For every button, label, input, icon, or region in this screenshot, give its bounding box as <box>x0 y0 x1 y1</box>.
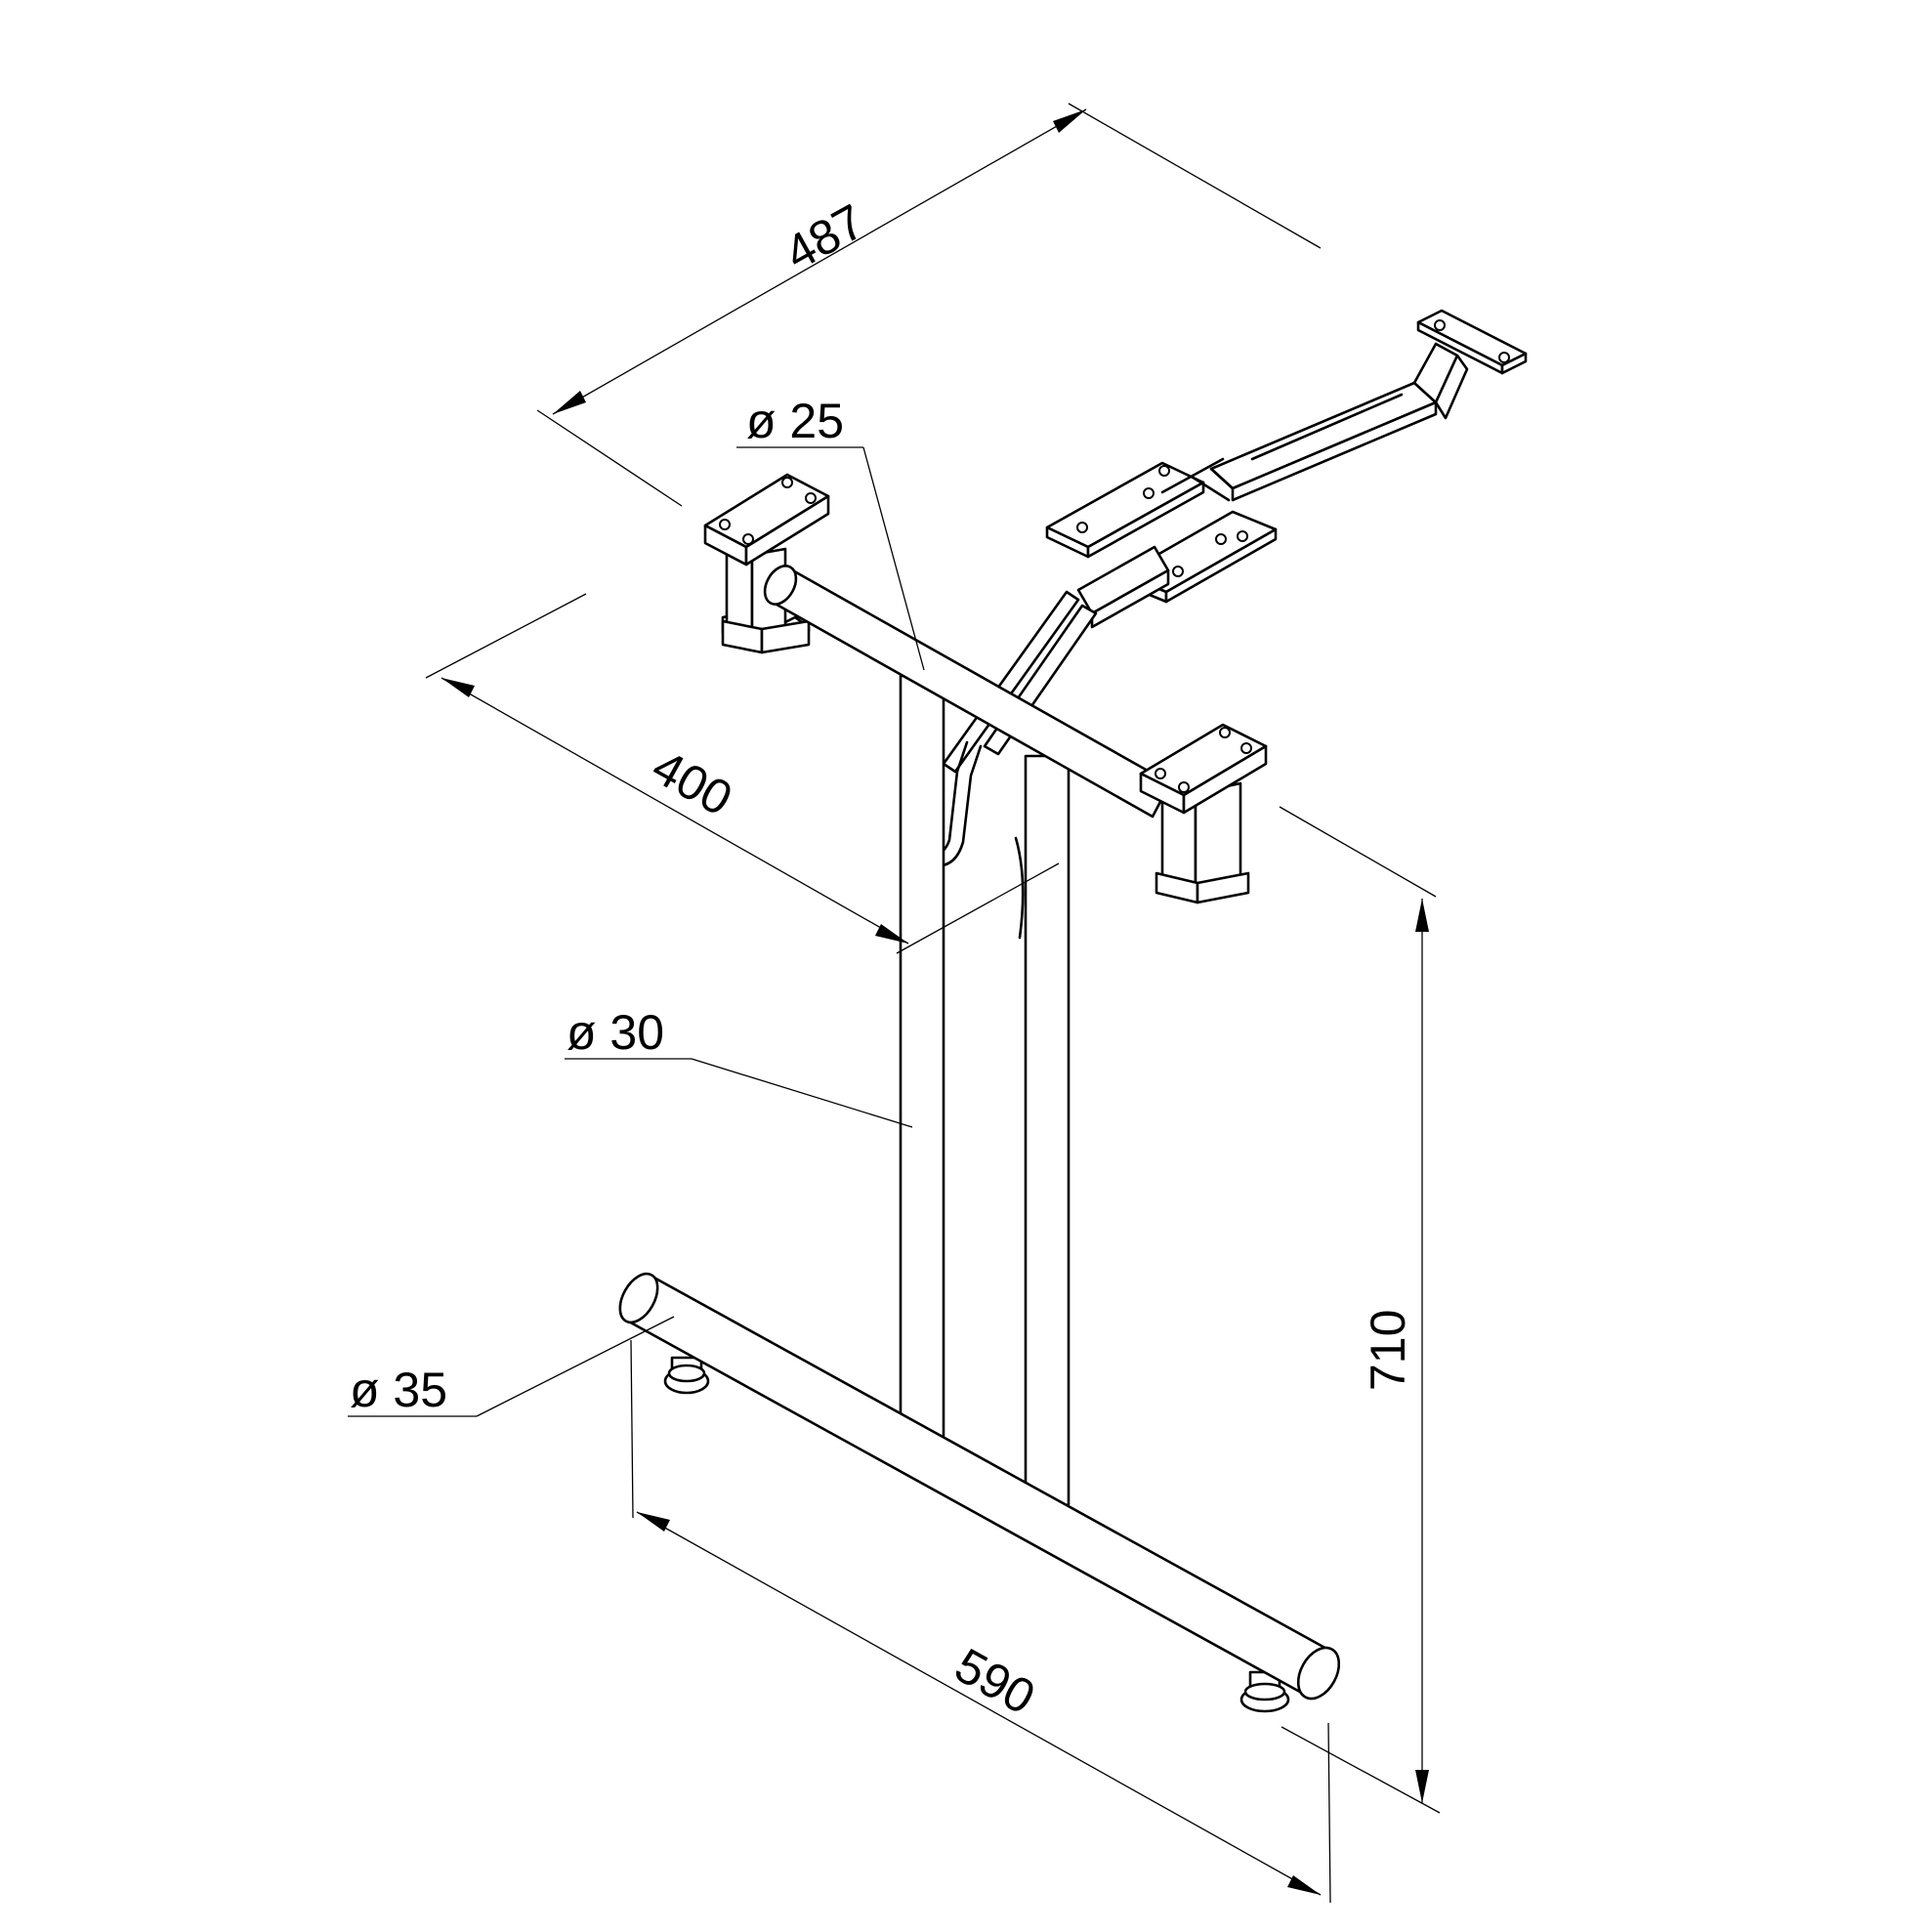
screw-hole <box>1158 465 1170 477</box>
left-hinge-plate <box>1045 461 1205 559</box>
diameter-label-top-bar: ø 25 <box>746 394 844 448</box>
callout-foot-bar-diameter: ø 35 <box>348 1316 675 1417</box>
screw-hole <box>1215 533 1227 545</box>
dimension-arrow <box>1053 109 1086 133</box>
folding-arm-bracket <box>1045 309 1528 629</box>
dimension-arrow <box>441 678 475 697</box>
dimension-710: 710 <box>1279 806 1441 1814</box>
dimension-arrow <box>1287 1875 1321 1895</box>
dimension-label-487: 487 <box>776 193 873 280</box>
front-right-mounting-block <box>1139 723 1268 904</box>
screw-hole <box>1155 768 1166 779</box>
dimension-arrow <box>553 391 586 414</box>
screw-hole <box>719 519 731 530</box>
dimension-arrow <box>637 1512 670 1532</box>
screw-hole <box>805 492 817 504</box>
diameter-label-upright: ø 30 <box>567 1005 664 1060</box>
screw-hole <box>1434 319 1446 331</box>
top-cross-tube <box>763 565 1172 819</box>
screw-hole <box>781 477 793 488</box>
screw-hole <box>1498 352 1510 363</box>
leveler-foot-back <box>663 1356 710 1395</box>
screw-hole <box>1143 487 1155 499</box>
screw-hole <box>1172 566 1184 577</box>
dimension-label-400: 400 <box>644 739 741 826</box>
screw-hole <box>1237 530 1248 542</box>
callout-upright-diameter: ø 30 <box>565 1005 913 1128</box>
dimension-arrow <box>1415 1770 1429 1803</box>
dimension-label-710: 710 <box>1361 1310 1415 1391</box>
screw-hole <box>742 533 754 545</box>
dimension-label-590: 590 <box>946 1638 1044 1725</box>
screw-hole <box>1219 727 1231 738</box>
screw-hole <box>1178 781 1190 793</box>
dimension-487: 487 <box>536 103 1322 507</box>
leveler-foot-front <box>1239 1670 1290 1713</box>
callout-top-bar-diameter: ø 25 <box>736 394 925 671</box>
diameter-label-foot-bar: ø 35 <box>350 1363 447 1417</box>
foot-bar <box>618 1272 1341 1713</box>
dimension-arrow <box>1415 899 1429 932</box>
screw-hole <box>1240 742 1252 754</box>
back-left-mounting-block <box>703 473 830 654</box>
upright-tube-back <box>899 674 945 1447</box>
dimension-arrow <box>875 924 908 944</box>
top-mounting-plate <box>1416 309 1528 375</box>
screw-hole <box>1076 522 1088 533</box>
